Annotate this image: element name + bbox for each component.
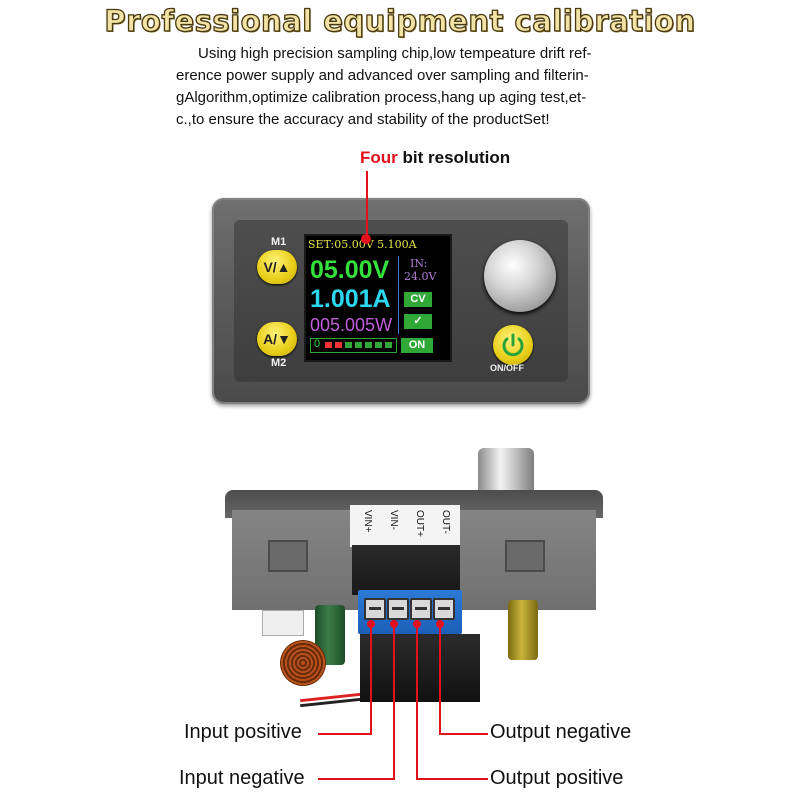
callout-highlight: Four [360, 148, 398, 167]
terminal-label-out-plus: OUT+ [414, 510, 425, 537]
lcd-input-label: IN: [410, 257, 428, 270]
lcd-ok-badge: ✓ [404, 314, 432, 329]
leader-line-vin-plus-vertical [370, 624, 372, 734]
leader-line-out-plus-horizontal [416, 778, 488, 780]
mounting-clip-left [268, 540, 308, 572]
lcd-on-badge: ON [401, 338, 433, 353]
onoff-label: ON/OFF [490, 363, 524, 373]
resolution-callout: Four bit resolution [360, 148, 510, 168]
leader-line-out-plus-vertical [416, 624, 418, 779]
m2-label: M2 [271, 357, 287, 369]
power-button[interactable] [493, 325, 533, 365]
level-segment [365, 342, 372, 348]
inductor-coil [280, 640, 326, 686]
lcd-set-line: SET:05.00V 5.100A [308, 238, 417, 251]
leader-line-vin-minus-vertical [393, 624, 395, 779]
intro-line-2: erence power supply and advanced over sa… [176, 67, 589, 84]
label-input-negative: Input negative [179, 767, 305, 789]
level-segment [385, 342, 392, 348]
knob-shaft [478, 448, 534, 498]
circuit-board [352, 545, 460, 595]
level-segment [325, 342, 332, 348]
leader-line-vin-plus-horizontal [318, 733, 372, 735]
terminal-label-vin-minus: VIN- [388, 510, 399, 530]
terminal-screw-out-plus [410, 598, 432, 620]
m1-label: M1 [271, 236, 287, 248]
intro-line-1: Using high precision sampling chip,low t… [176, 43, 656, 65]
callout-dot [361, 234, 371, 244]
terminal-screw-vin-minus [387, 598, 409, 620]
lcd-input-voltage: 24.0V [404, 270, 437, 283]
voltage-up-button[interactable]: V/▲ [257, 250, 297, 284]
terminal-screw-out-minus [433, 598, 455, 620]
callout-text: bit resolution [397, 148, 511, 167]
leader-line-out-minus-horizontal [439, 733, 488, 735]
rotary-knob[interactable] [484, 240, 556, 312]
label-output-negative: Output negative [490, 721, 632, 743]
power-icon [502, 333, 524, 357]
lcd-cv-badge: CV [404, 292, 432, 307]
label-output-positive: Output positive [490, 767, 624, 789]
intro-line-1-text: Using high precision sampling chip,low t… [198, 45, 592, 62]
leader-line-out-minus-vertical [439, 624, 441, 734]
capacitor-right [508, 600, 538, 660]
level-segment [355, 342, 362, 348]
level-segment [345, 342, 352, 348]
mounting-clip-right [505, 540, 545, 572]
intro-line-4: c.,to ensure the accuracy and stability … [176, 111, 550, 128]
terminal-label-vin-plus: VIN+ [362, 510, 373, 533]
terminal-screw-vin-plus [364, 598, 386, 620]
lcd-voltage: 05.00V [310, 256, 390, 284]
lcd-current: 1.001A [310, 285, 391, 313]
leader-line-vin-minus-horizontal [318, 778, 395, 780]
terminal-label-strip [350, 505, 460, 547]
label-input-positive: Input positive [184, 721, 302, 743]
cooling-fan [360, 634, 480, 702]
lcd-bar-prefix: 0 [314, 338, 321, 350]
lcd-divider [398, 256, 399, 334]
intro-line-3: gAlgorithm,optimize calibration process,… [176, 89, 587, 106]
intro-text: Using high precision sampling chip,low t… [176, 43, 656, 131]
current-down-button[interactable]: A/▼ [257, 322, 297, 356]
lcd-power: 005.005W [310, 315, 393, 335]
level-segment [375, 342, 382, 348]
lcd-level-bar: 0 [310, 338, 397, 353]
page-title: Professional equipment calibration [104, 3, 696, 38]
terminal-label-out-minus: OUT- [440, 510, 451, 534]
callout-line [366, 171, 368, 237]
wire-connector [262, 610, 304, 636]
level-segment [335, 342, 342, 348]
